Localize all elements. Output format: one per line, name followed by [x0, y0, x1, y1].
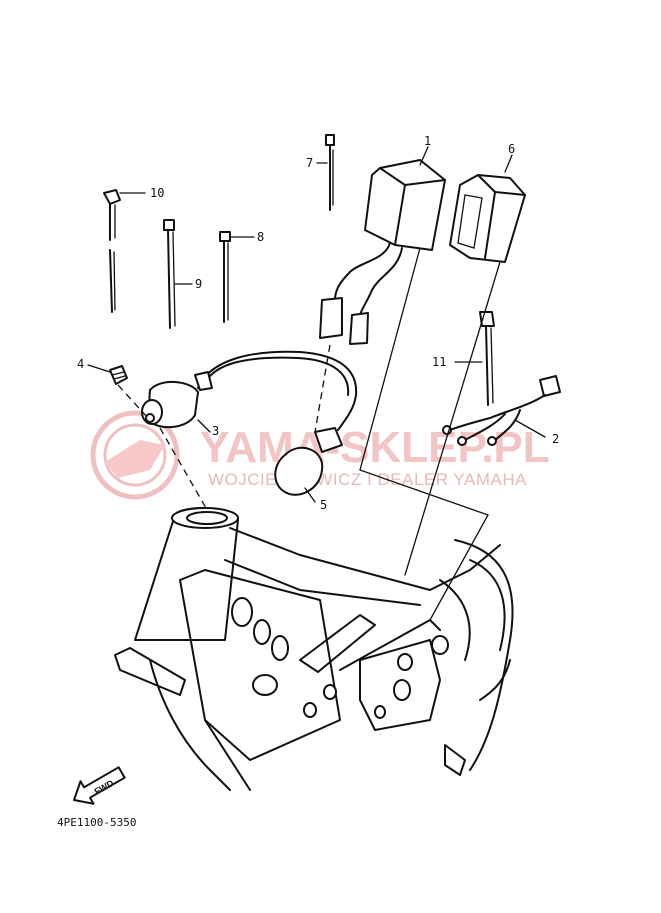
callout-8: 8	[257, 230, 264, 244]
watermark-brand: YAMA-SKLEP.PL	[200, 423, 550, 472]
callout-10: 10	[150, 186, 164, 200]
module-part-1	[319, 159, 446, 345]
cable-tie-part-8	[219, 231, 231, 323]
diagram-code: 4PE1100-5350	[57, 816, 136, 829]
screw-part-4	[109, 365, 128, 385]
callout-4: 4	[77, 357, 84, 371]
cable-tie-part-7	[325, 134, 335, 211]
callout-2: 2	[552, 432, 559, 446]
cover-part-6	[449, 174, 526, 263]
callout-6: 6	[508, 142, 515, 156]
wire-harness-part-2	[442, 375, 561, 446]
plug-cap-part-5	[274, 427, 343, 496]
callout-9: 9	[195, 277, 202, 291]
ignition-coil-part-3	[141, 350, 358, 431]
cable-tie-part-11	[479, 311, 495, 406]
callout-5: 5	[320, 498, 327, 512]
cable-tie-part-9	[163, 219, 176, 329]
callout-7: 7	[306, 156, 313, 170]
watermark-logo	[90, 410, 180, 500]
cable-tie-part-10	[103, 189, 121, 313]
callout-11: 11	[432, 355, 446, 369]
callout-1: 1	[424, 134, 431, 148]
motorcycle-frame	[114, 507, 514, 791]
fwd-arrow-icon	[73, 766, 126, 805]
callout-3: 3	[212, 424, 219, 438]
